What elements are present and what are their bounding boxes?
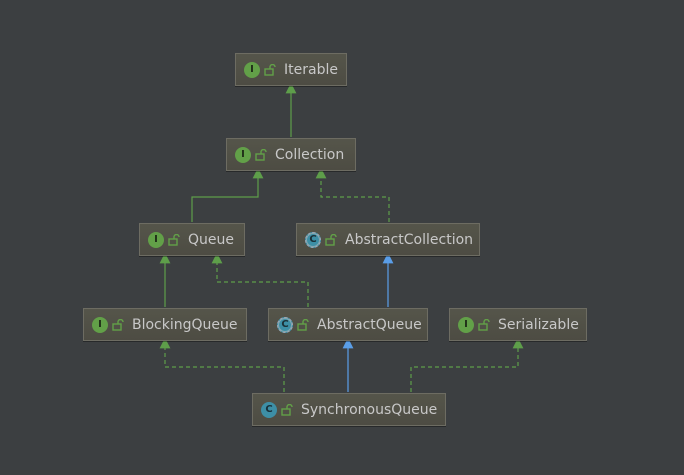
interface-icon: I <box>148 231 164 248</box>
node-label: AbstractCollection <box>345 231 474 248</box>
public-lock-icon <box>325 233 337 246</box>
node-queue[interactable]: I Queue <box>139 223 245 256</box>
abstract-class-icon: C <box>277 316 293 333</box>
edge-abstractcollection-to-collection <box>315 167 390 222</box>
abstract-class-icon: C <box>305 231 321 248</box>
public-lock-icon <box>255 148 267 161</box>
node-label: Serializable <box>498 316 579 333</box>
public-lock-icon <box>297 318 309 331</box>
public-lock-icon <box>168 233 180 246</box>
edge-synchronousqueue-to-blockingqueue <box>159 337 285 392</box>
public-lock-icon <box>264 63 276 76</box>
node-iterable[interactable]: I Iterable <box>235 53 347 86</box>
node-serializable[interactable]: I Serializable <box>449 308 587 341</box>
node-label: AbstractQueue <box>317 316 422 333</box>
node-abstractcollection[interactable]: C AbstractCollection <box>296 223 480 256</box>
node-blockingqueue[interactable]: I BlockingQueue <box>83 308 247 341</box>
edge-synchronousqueue-to-serializable <box>410 337 524 392</box>
public-lock-icon <box>478 318 490 331</box>
class-icon: C <box>261 401 277 418</box>
interface-icon: I <box>92 316 108 333</box>
node-synchronousqueue[interactable]: C SynchronousQueue <box>252 393 446 426</box>
edge-queue-to-collection <box>191 167 264 222</box>
interface-icon: I <box>235 146 251 163</box>
inheritance-edges <box>159 82 524 392</box>
node-label: Collection <box>275 146 345 163</box>
edge-abstractqueue-to-queue <box>211 252 309 307</box>
node-abstractqueue[interactable]: C AbstractQueue <box>268 308 428 341</box>
node-label: BlockingQueue <box>132 316 238 333</box>
node-label: Iterable <box>284 61 338 78</box>
public-lock-icon <box>281 403 293 416</box>
interface-icon: I <box>244 61 260 78</box>
node-collection[interactable]: I Collection <box>226 138 356 171</box>
public-lock-icon <box>112 318 124 331</box>
node-label: Queue <box>188 231 234 248</box>
interface-icon: I <box>458 316 474 333</box>
node-label: SynchronousQueue <box>301 401 438 418</box>
